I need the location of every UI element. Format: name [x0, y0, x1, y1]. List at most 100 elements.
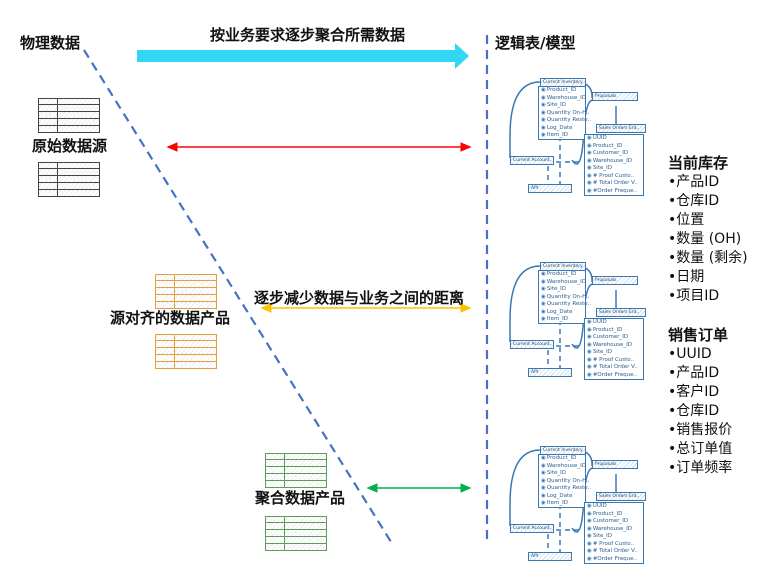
raw-table: [38, 156, 100, 197]
erd-inventory-fields: Product_IDWarehouse_IDSite_IDQuantity On…: [538, 86, 591, 140]
sales-orders-item: •UUID: [668, 346, 712, 362]
erd-field: Warehouse_ID: [539, 95, 586, 103]
erd-field: Site_ID: [539, 102, 585, 110]
erd-entity-api: API: [528, 552, 572, 561]
erd-field: Product_ID: [539, 271, 585, 279]
erd-field: # Total Order V..: [585, 548, 643, 556]
erd-field: # Proof Custo..: [585, 173, 643, 181]
current-inventory-list: 当前库存 •产品ID •仓库ID •位置 •数量 (OH) •数量 (剩余) •…: [668, 152, 748, 306]
erd-entity-sales: Sales Orders Ent..: [596, 308, 646, 317]
erd-field: Site_ID: [585, 533, 643, 541]
erd-entity-api: API: [528, 184, 572, 193]
current-inventory-item: •仓库ID: [668, 193, 720, 209]
erd-field: UUID: [585, 319, 643, 327]
sales-orders-list: 销售订单 •UUID •产品ID •客户ID •仓库ID •销售报价 •总订单值…: [668, 324, 732, 478]
current-inventory-item: •日期: [668, 269, 705, 285]
erd-field: Quantity On-H..: [539, 294, 590, 302]
erd-field: Product_ID: [585, 143, 643, 151]
current-inventory-item: •位置: [668, 212, 705, 228]
erd-field: Customer_ID: [585, 518, 643, 526]
erd-field: #Order Freque..: [585, 188, 643, 196]
source-aligned-label: 源对齐的数据产品: [110, 309, 231, 327]
erd-field: Item_ID: [539, 316, 585, 324]
raw-source-label: 原始数据源: [32, 137, 108, 155]
erd-field: Site_ID: [539, 470, 585, 478]
erd-field: Site_ID: [585, 165, 643, 173]
erd-entity-account: Current Account..: [510, 156, 554, 165]
erd-field: Warehouse_ID: [585, 526, 643, 534]
erd-field: Log_Date: [539, 309, 585, 317]
sales-orders-item: •客户ID: [668, 384, 720, 400]
erd-sales-fields: UUIDProduct_IDCustomer_IDWarehouse_IDSit…: [584, 134, 644, 196]
physical-data-header: 物理数据: [20, 34, 81, 52]
erd-entity-api: API: [528, 368, 572, 377]
erd-sales-fields: UUIDProduct_IDCustomer_IDWarehouse_IDSit…: [584, 502, 644, 564]
erd-field: # Proof Custo..: [585, 541, 643, 549]
erd-inventory-fields: Product_IDWarehouse_IDSite_IDQuantity On…: [538, 270, 591, 324]
erd-entity-account: Current Account..: [510, 340, 554, 349]
erd-entity-proposals: Proposals: [592, 460, 638, 469]
aggregation-direction-label: 按业务要求逐步聚合所需数据: [210, 26, 406, 44]
erd-field: # Total Order V..: [585, 364, 643, 372]
erd-field: Product_ID: [585, 327, 643, 335]
current-inventory-item: •数量 (剩余): [668, 250, 748, 266]
erd-entity-proposals: Proposals: [592, 276, 638, 285]
current-inventory-title: 当前库存: [668, 154, 729, 172]
erd-field: UUID: [585, 135, 643, 143]
erd-field: Product_ID: [585, 511, 643, 519]
erd-field: #Order Freque..: [585, 556, 643, 564]
erd-field: Site_ID: [539, 286, 585, 294]
erd-field: # Total Order V..: [585, 180, 643, 188]
aggregate-product-label: 聚合数据产品: [255, 489, 346, 507]
current-inventory-item: •项目ID: [668, 288, 720, 304]
sales-orders-item: •总订单值: [668, 441, 733, 457]
sales-orders-item: •仓库ID: [668, 403, 720, 419]
erd-field: Item_ID: [539, 132, 585, 140]
erd-field: Site_ID: [585, 349, 643, 357]
erd-field: Log_Date: [539, 125, 585, 133]
aligned-table: [155, 268, 217, 309]
sales-orders-item: •产品ID: [668, 365, 720, 381]
erd-field: UUID: [585, 503, 643, 511]
erd-field: Product_ID: [539, 87, 585, 95]
raw-table: [38, 92, 100, 133]
erd-field: Quantity Resto..: [539, 485, 591, 493]
erd-field: Warehouse_ID: [539, 279, 586, 287]
erd-entity-sales: Sales Orders Ent..: [596, 124, 646, 133]
distance-reduction-label: 逐步减少数据与业务之间的距离: [254, 289, 465, 307]
erd-field: Customer_ID: [585, 150, 643, 158]
erd-field: Item_ID: [539, 500, 585, 508]
erd-field: Quantity Resto..: [539, 301, 591, 309]
logical-model-diagram: Current Inventory Product_IDWarehouse_ID…: [508, 444, 648, 564]
logical-model-diagram: Current Inventory Product_IDWarehouse_ID…: [508, 260, 648, 380]
erd-field: Warehouse_ID: [585, 158, 643, 166]
erd-field: Warehouse_ID: [585, 342, 643, 350]
erd-field: Quantity On-H..: [539, 478, 590, 486]
erd-field: Log_Date: [539, 493, 585, 501]
erd-inventory-fields: Product_IDWarehouse_IDSite_IDQuantity On…: [538, 454, 591, 508]
aligned-table: [155, 328, 217, 369]
erd-sales-fields: UUIDProduct_IDCustomer_IDWarehouse_IDSit…: [584, 318, 644, 380]
logical-model-diagram: Current Inventory Product_IDWarehouse_ID…: [508, 76, 648, 196]
diagonal-divider: [83, 49, 394, 546]
sales-orders-item: •订单频率: [668, 460, 733, 476]
current-inventory-item: •数量 (OH): [668, 231, 742, 247]
erd-field: #Order Freque..: [585, 372, 643, 380]
aggregate-table: [265, 510, 327, 551]
logical-model-header: 逻辑表/模型: [495, 34, 576, 52]
erd-field: Warehouse_ID: [539, 463, 586, 471]
current-inventory-item: •产品ID: [668, 174, 720, 190]
erd-field: Customer_ID: [585, 334, 643, 342]
erd-field: Quantity Resto..: [539, 117, 591, 125]
erd-links: [509, 449, 617, 554]
erd-entity-proposals: Proposals: [592, 92, 638, 101]
erd-entity-sales: Sales Orders Ent..: [596, 492, 646, 501]
aggregation-direction-arrow: [137, 43, 469, 69]
erd-field: Quantity On-H..: [539, 110, 590, 118]
erd-entity-account: Current Account..: [510, 524, 554, 533]
erd-field: Product_ID: [539, 455, 585, 463]
erd-field: # Proof Custo..: [585, 357, 643, 365]
aggregate-table: [265, 447, 327, 488]
sales-orders-title: 销售订单: [668, 326, 729, 344]
